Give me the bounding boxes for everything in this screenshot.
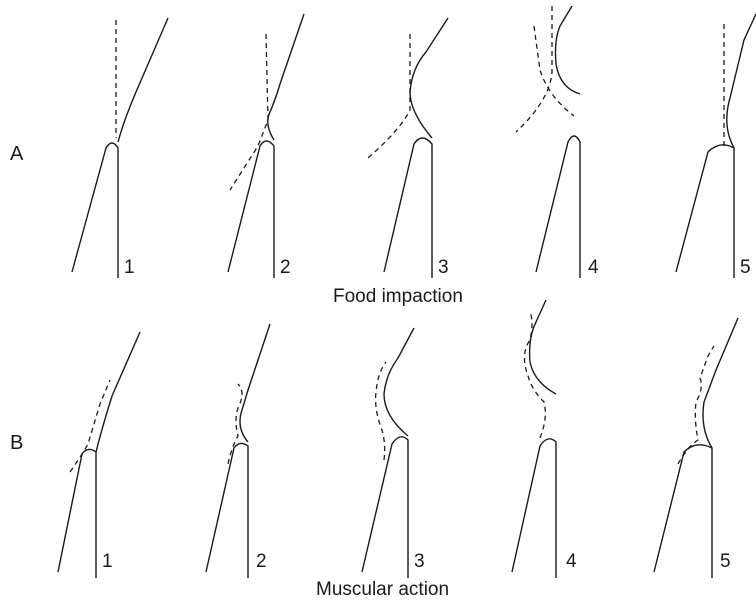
tooth-outline [512, 439, 556, 578]
tooth-outline [384, 138, 432, 278]
gingiva-outline [703, 318, 738, 448]
row-a-panel-4 [516, 6, 580, 278]
row-a-panel-5-number: 5 [740, 258, 751, 277]
row-a-panel-5 [676, 14, 756, 278]
food-arrow [516, 6, 552, 132]
row-b-panel-2 [206, 324, 270, 578]
row-b-panel-3-number: 3 [414, 552, 425, 571]
tooth-outline [654, 445, 712, 578]
row-b-label: B [10, 433, 23, 453]
gingiva-outline [556, 6, 581, 94]
row-b-panel-4-number: 4 [566, 552, 577, 571]
gingiva-outline [530, 300, 556, 394]
row-b-panel-1 [58, 332, 140, 578]
row-a-panel-3 [368, 18, 448, 278]
food-arrow [368, 34, 410, 158]
food-arrow [534, 26, 574, 116]
tooth-outline [72, 143, 118, 278]
row-a-label: A [10, 144, 23, 164]
gingiva-outline [727, 14, 756, 148]
tooth-outline [228, 141, 274, 278]
tooth-outline [206, 443, 248, 578]
muscle-pressure-line [70, 380, 110, 472]
row-a-panel-1 [72, 18, 168, 278]
tooth-outline [58, 449, 96, 578]
row-b-panel-5 [654, 318, 738, 578]
row-a-panel-2 [228, 14, 304, 278]
gingiva-outline [118, 18, 168, 142]
row-b-panel-2-number: 2 [256, 552, 267, 571]
row-b-panel-1-number: 1 [102, 552, 113, 571]
muscle-pressure-line [376, 362, 386, 460]
row-a-panel-2-number: 2 [280, 258, 291, 277]
gingiva-outline [268, 14, 304, 140]
gingiva-outline [384, 328, 414, 436]
row-a-caption: Food impaction [333, 287, 463, 306]
row-b-panel-5-number: 5 [720, 552, 731, 571]
tooth-outline [362, 437, 408, 578]
gingiva-outline [410, 18, 448, 138]
row-b-panel-3 [362, 328, 414, 578]
gingiva-outline [240, 324, 270, 442]
row-b-panel-4 [512, 300, 556, 578]
food-arrow [230, 34, 268, 190]
row-b-caption: Muscular action [316, 580, 449, 599]
row-a-panel-4-number: 4 [588, 258, 599, 277]
tooth-outline [676, 145, 734, 278]
tooth-outline [536, 136, 580, 278]
row-a-panel-1-number: 1 [124, 258, 135, 277]
row-a-panel-3-number: 3 [438, 258, 449, 277]
gingiva-outline [96, 332, 140, 452]
